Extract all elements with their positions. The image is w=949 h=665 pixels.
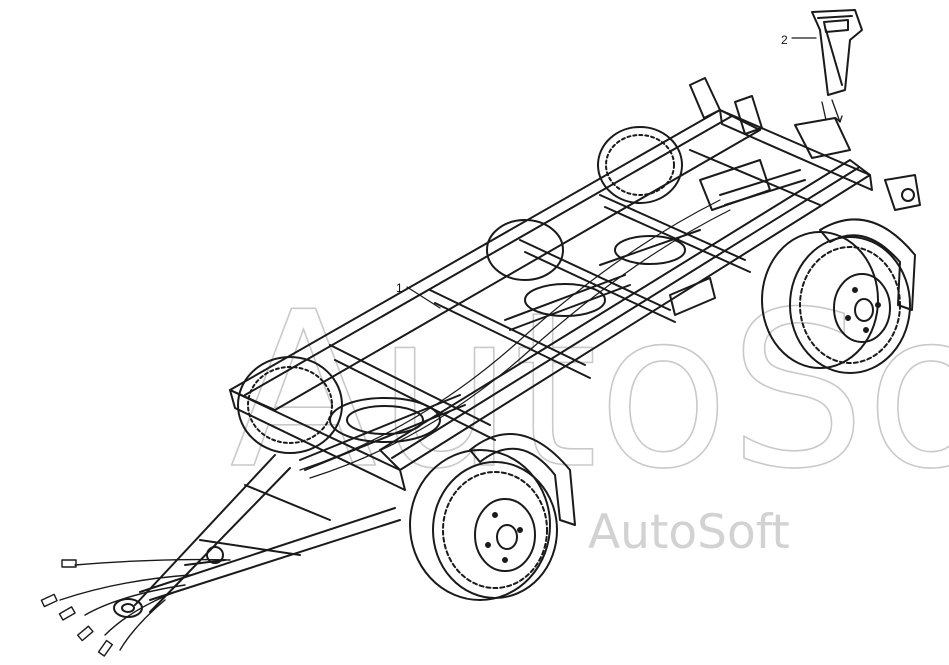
drawbar	[113, 454, 401, 618]
rear-axle-assembly	[699, 159, 806, 211]
watermark-large: AutoSoft	[230, 265, 949, 516]
mudguard-bracket-part	[811, 9, 863, 123]
front-wheel-far	[237, 356, 343, 454]
middle-wheel-far	[486, 219, 564, 281]
rear-wheel-near	[761, 231, 911, 374]
rear-mudguard	[819, 218, 916, 311]
callout-2-label: 2	[781, 33, 788, 47]
front-mudguard	[469, 433, 576, 526]
front-wheel-near	[409, 449, 558, 601]
callout-1-label: 1	[396, 281, 403, 295]
leader-lines	[406, 37, 817, 309]
brake-lines	[299, 199, 731, 479]
cables-and-plugs	[40, 558, 231, 657]
watermark-small: AutoSoft	[588, 505, 790, 560]
rear-wheel-far	[597, 126, 683, 204]
chassis-frame	[229, 77, 921, 491]
